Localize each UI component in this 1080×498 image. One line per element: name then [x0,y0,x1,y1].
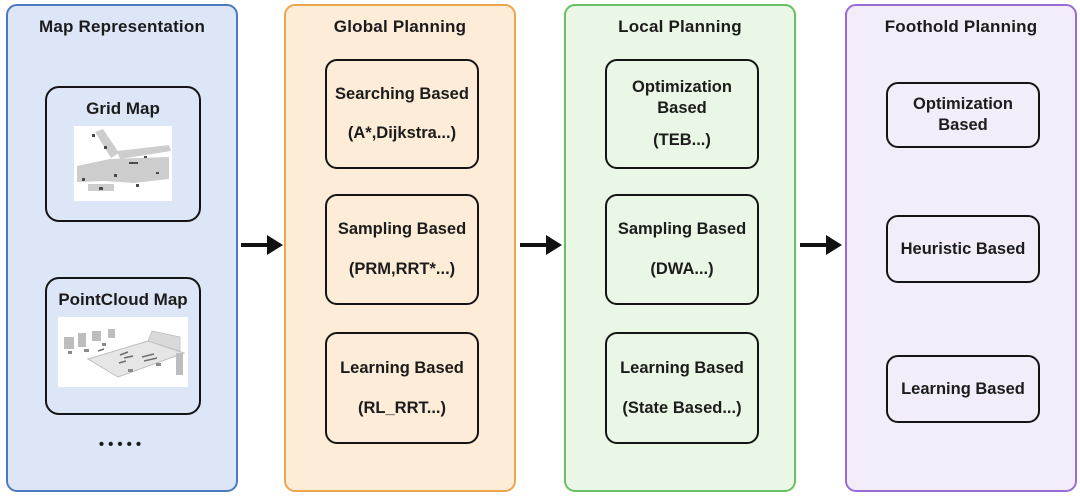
method-examples: (RL_RRT...) [358,398,446,417]
method-box-learning-based-global: Learning Based (RL_RRT...) [325,332,479,444]
method-examples: (TEB...) [653,131,711,150]
grid-map-label: Grid Map [86,99,160,118]
method-examples: (State Based...) [622,398,742,417]
method-box-sampling-based-local: Sampling Based (DWA...) [605,194,759,305]
pointcloud-map-box: PointCloud Map [45,277,201,415]
method-examples: (PRM,RRT*...) [348,260,456,279]
method-examples: (A*,Dijkstra...) [347,124,457,143]
method-examples: (DWA...) [650,260,714,279]
method-label: Learning Based [620,358,744,377]
method-label: Optimization Based [913,95,1013,134]
panel-local-planning: Local Planning Optimization Based (TEB..… [564,4,796,492]
grid-map-image [74,126,172,201]
panel-title-foothold-planning: Foothold Planning [884,17,1038,36]
panel-title-local-planning: Local Planning [618,17,742,36]
more-maps-ellipsis: ••••• [98,436,146,453]
pointcloud-map-label: PointCloud Map [58,290,188,309]
arrow-right-icon [519,232,563,258]
panel-map-representation: Map Representation Grid Map [6,4,238,492]
method-box-optimization-based-foothold: Optimization Based [886,82,1040,148]
method-box-learning-based-local: Learning Based (State Based...) [605,332,759,444]
panel-foothold-planning: Foothold Planning Optimization Based Heu… [845,4,1077,492]
method-box-searching-based: Searching Based (A*,Dijkstra...) [325,59,479,169]
panel-global-planning: Global Planning Searching Based (A*,Dijk… [284,4,516,492]
method-label: Sampling Based [617,220,747,239]
method-label: Learning Based [340,358,464,377]
arrow-right-icon [240,232,284,258]
method-box-sampling-based-global: Sampling Based (PRM,RRT*...) [325,194,479,305]
method-label: Sampling Based [337,220,467,239]
method-box-heuristic-based: Heuristic Based [886,215,1040,283]
panel-title-global-planning: Global Planning [333,17,467,36]
pointcloud-map-image [58,317,188,387]
method-label: Learning Based [901,379,1025,398]
method-box-optimization-based-local: Optimization Based (TEB...) [605,59,759,169]
method-label: Searching Based [335,84,469,103]
method-label: Heuristic Based [900,239,1026,258]
arrow-right-icon [799,232,843,258]
panel-title-map-representation: Map Representation [38,17,206,36]
method-box-learning-based-foothold: Learning Based [886,355,1040,423]
grid-map-box: Grid Map [45,86,201,222]
method-label: Optimization Based [632,78,732,117]
